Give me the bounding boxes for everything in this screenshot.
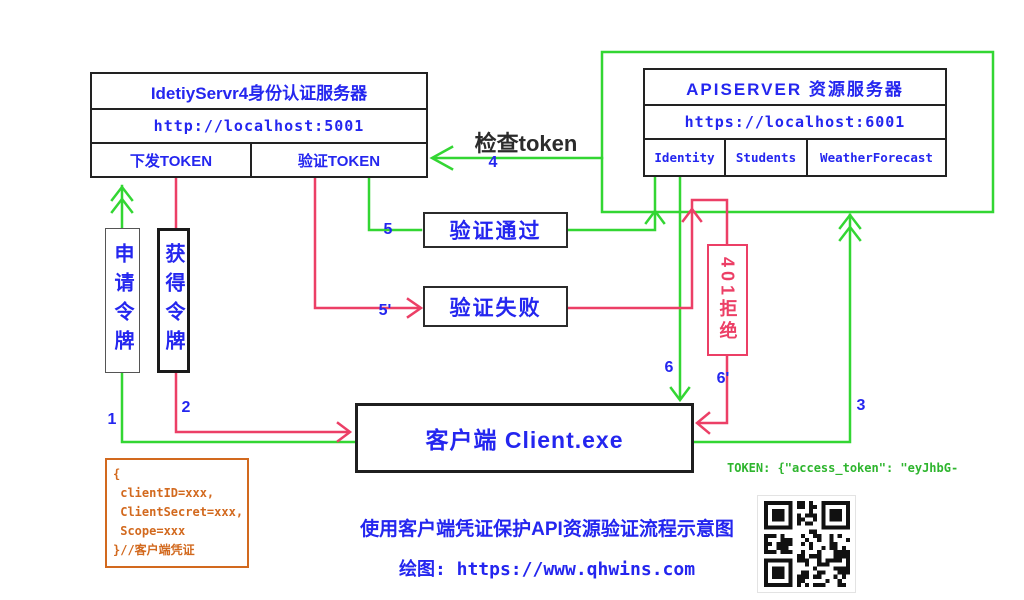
step-2-label: 2 — [181, 399, 191, 416]
client-credential-box: { clientID=xxx, ClientSecret=xxx, Scope=… — [105, 458, 249, 568]
step-3-label: 3 — [856, 397, 866, 414]
qr-code — [757, 495, 856, 593]
flow-5b-fail-line — [313, 176, 420, 310]
api-server-boundary — [600, 50, 995, 214]
diagram-caption: 使用客户端凭证保护API资源验证流程示意图 — [360, 519, 734, 540]
credential-line: }//客户端凭证 — [113, 543, 195, 557]
flow-4-arrowhead — [429, 145, 454, 171]
verify-fail-box: 验证失败 — [423, 286, 568, 327]
api-cell-students: Students — [724, 140, 806, 175]
api-server-title: APISERVER 资源服务器 — [686, 79, 904, 99]
flow-2-arrowhead — [336, 421, 353, 443]
flow-5-pass-line — [367, 176, 423, 232]
flow-6b-left-arrowhead — [695, 411, 711, 435]
flow-3-access-line — [693, 213, 852, 444]
step-5b-label: 5' — [378, 302, 392, 319]
flow-6-grant-line — [565, 170, 682, 400]
step-6-label: 6 — [664, 359, 674, 376]
identity-server-title: IdetiyServr4身份认证服务器 — [150, 83, 368, 103]
credential-line: clientID=xxx, — [113, 486, 215, 500]
identity-server-url: http://localhost:5001 — [92, 108, 426, 144]
api-cell-weatherforecast: WeatherForecast — [806, 140, 945, 175]
credential-line: ClientSecret=xxx, — [113, 505, 244, 519]
api-server-url: https://localhost:6001 — [645, 104, 945, 140]
step-5-label: 5 — [383, 221, 393, 238]
reject-401-box: 401拒绝 — [707, 244, 748, 356]
step-4-label: 4 — [488, 154, 498, 171]
qr-code-modules — [763, 501, 850, 587]
identity-server-box: IdetiyServr4身份认证服务器 http://localhost:500… — [90, 72, 428, 178]
credential-line: { — [113, 467, 121, 481]
credit-url: 绘图: https://www.qhwins.com — [398, 559, 696, 580]
apply-token-box: 申请令牌 — [105, 228, 140, 373]
credential-line: Scope=xxx — [113, 524, 186, 538]
get-token-box: 获得令牌 — [157, 228, 190, 373]
flow-2-get-token-line — [174, 176, 350, 434]
step-1-label: 1 — [107, 411, 117, 428]
access-token-note: TOKEN: {"access_token": "eyJhbG- — [727, 461, 959, 475]
api-cell-identity: Identity — [654, 150, 715, 165]
check-token-label: 检查token — [474, 131, 578, 156]
api-server-box: APISERVER 资源服务器 https://localhost:6001 I… — [643, 68, 947, 177]
step-6b-label: 6' — [716, 370, 730, 387]
client-box: 客户端 Client.exe — [355, 403, 694, 473]
flow-3-arrowhead — [838, 212, 862, 242]
flow-6b-up-arrowhead — [681, 206, 703, 223]
verify-token-cell: 验证TOKEN — [250, 144, 426, 176]
verify-pass-box: 验证通过 — [423, 212, 568, 248]
flow-6b-reject-line — [565, 198, 729, 425]
flow-5b-arrowhead — [406, 297, 424, 319]
flow-1-arrowhead — [110, 184, 134, 214]
flow-6-up-arrowhead — [644, 208, 666, 225]
flow-6-down-arrowhead — [669, 386, 691, 403]
issue-token-cell: 下发TOKEN — [129, 152, 213, 170]
